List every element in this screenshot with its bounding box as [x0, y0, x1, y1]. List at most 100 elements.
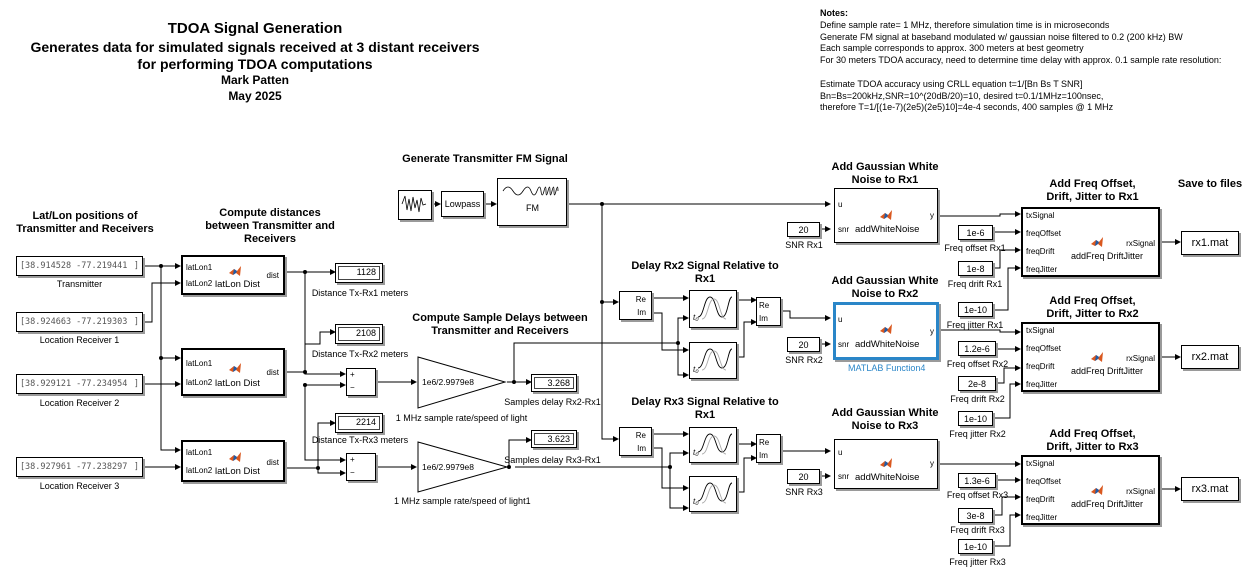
port-freqoffset: freqOffset — [1026, 477, 1061, 486]
variable-delay-rx2-im[interactable]: t₀ — [689, 342, 737, 379]
notes-heading: Notes: — [820, 8, 849, 18]
header-freq-rx2: Add Freq Offset, Drift, Jitter to Rx2 — [1046, 295, 1139, 320]
add-freq-drift-jitter-rx1[interactable]: txSignal freqOffset freqDrift freqJitter… — [1021, 207, 1160, 277]
port-snr: snr — [838, 225, 850, 234]
add-freq-drift-jitter-rx3[interactable]: txSignal freqOffset freqDrift freqJitter… — [1021, 455, 1160, 525]
port-re: Re — [759, 438, 770, 447]
noise-source-block[interactable] — [398, 190, 432, 220]
port-dist: dist — [266, 458, 279, 467]
freq-drift-rx2-const[interactable]: 2e-8 — [958, 376, 996, 391]
to-file-rx2[interactable]: rx2.mat — [1181, 345, 1239, 369]
latlon-dist-name: latLon Dist — [215, 279, 260, 290]
port-im: Im — [637, 308, 646, 317]
display-samples-rx2[interactable]: 3.268 — [531, 374, 577, 392]
matlab-logo-icon — [1091, 485, 1103, 495]
port-re: Re — [635, 431, 646, 440]
latlon-dist-block-3[interactable]: latLon1 latLon2 dist latLon Dist — [181, 440, 285, 482]
variable-delay-rx2-re[interactable]: t₀ — [689, 290, 737, 328]
add-white-noise-rx2[interactable]: u snr y addWhiteNoise — [833, 302, 939, 360]
delay-t0-label: t₀ — [693, 365, 699, 374]
fm-block[interactable]: FM — [497, 178, 567, 226]
freq-jitter-rx1-const[interactable]: 1e-10 — [958, 302, 993, 317]
freq-offset-rx1-const[interactable]: 1e-6 — [958, 225, 993, 240]
header-save: Save to files — [1177, 178, 1243, 190]
add-freq-name: addFreq DriftJitter — [1071, 251, 1144, 261]
port-y: y — [930, 459, 934, 468]
matlab-function4-label: MATLAB Function4 — [848, 363, 926, 373]
fm-waveform-icon — [502, 186, 559, 196]
add-freq-drift-jitter-rx2[interactable]: txSignal freqOffset freqDrift freqJitter… — [1021, 322, 1160, 392]
page-title: TDOA Signal Generation — [167, 20, 343, 37]
tx-coords-block[interactable]: 38.914528 -77.219441 — [16, 256, 143, 276]
rx2-coords-label: Location Receiver 2 — [39, 398, 120, 408]
latlon-dist-block-1[interactable]: latLon1 latLon2 dist latLon Dist — [181, 255, 285, 295]
add-white-noise-rx3[interactable]: u snr y addWhiteNoise — [834, 439, 938, 489]
port-latlon1: latLon1 — [186, 448, 213, 457]
display-samples-rx3[interactable]: 3.623 — [531, 430, 577, 448]
lowpass-block[interactable]: Lowpass — [441, 191, 484, 217]
display-dist-rx1[interactable]: 1128 — [335, 263, 383, 283]
matlab-logo-icon — [880, 210, 892, 220]
latlon-dist-name: latLon Dist — [215, 378, 260, 389]
display-dist-rx3-label: Distance Tx-Rx3 meters — [311, 435, 409, 445]
notes-block: Notes: Define sample rate= 1 MHz, theref… — [820, 8, 1221, 114]
add-white-noise-name: addWhiteNoise — [855, 224, 920, 235]
display-dist-rx2-label: Distance Tx-Rx2 meters — [311, 349, 409, 359]
note-line: Generate FM signal at baseband modulated… — [820, 31, 1183, 42]
matlab-logo-icon — [1091, 352, 1103, 362]
rx1-coords-block[interactable]: 38.924663 -77.219303 — [16, 312, 143, 332]
port-freqjitter: freqJitter — [1026, 380, 1058, 389]
port-latlon2: latLon2 — [186, 466, 213, 475]
header-gen-fm: Generate Transmitter FM Signal — [402, 153, 568, 165]
complex-to-real-imag-rx2[interactable]: Re Im — [619, 291, 652, 320]
latlon-dist-block-2[interactable]: latLon1 latLon2 dist latLon Dist — [181, 348, 285, 396]
fm-label: FM — [526, 203, 539, 213]
note-line: therefore T=1/[(1e-7)(2e5)(2e5)10]=4e-4 … — [820, 102, 1114, 113]
to-file-rx1[interactable]: rx1.mat — [1181, 231, 1239, 255]
snr-rx1-const[interactable]: 20 — [787, 222, 820, 237]
author: Mark Patten — [220, 73, 290, 87]
tx-coords-label: Transmitter — [56, 279, 103, 289]
display-dist-rx3[interactable]: 2214 — [335, 413, 383, 433]
sum-block-rx2[interactable]: + − — [346, 368, 376, 396]
freq-offset-rx3-const[interactable]: 1.3e-6 — [958, 473, 996, 488]
variable-delay-rx3-re[interactable]: t₀ — [689, 427, 737, 463]
rx3-coords-block[interactable]: 38.927961 -77.238297 — [16, 457, 143, 477]
to-file-rx3[interactable]: rx3.mat — [1181, 477, 1239, 501]
real-imag-to-complex-rx2[interactable]: Re Im — [756, 297, 781, 326]
real-imag-to-complex-rx3[interactable]: Re Im — [756, 434, 781, 463]
complex-to-real-imag-rx3[interactable]: Re Im — [619, 427, 652, 456]
snr-rx3-const[interactable]: 20 — [787, 469, 820, 484]
freq-drift-rx3-const[interactable]: 3e-8 — [958, 508, 993, 523]
sum-block-rx3[interactable]: + − — [346, 453, 376, 481]
freq-jitter-rx2-const[interactable]: 1e-10 — [958, 411, 993, 426]
snr-rx2-const[interactable]: 20 — [787, 337, 820, 352]
freq-offset-rx2-const[interactable]: 1.2e-6 — [958, 341, 996, 356]
port-freqoffset: freqOffset — [1026, 344, 1061, 353]
sum-minus: − — [350, 468, 355, 477]
freq-drift-rx1-const[interactable]: 1e-8 — [958, 261, 993, 276]
add-white-noise-name: addWhiteNoise — [855, 339, 920, 350]
gain-2-value: 1e6/2.9979e8 — [422, 462, 474, 472]
port-y: y — [930, 211, 934, 220]
rx2-coords-block[interactable]: 38.929121 -77.234954 — [16, 374, 143, 394]
matlab-logo-icon — [880, 458, 892, 468]
header-awgn-rx3: Add Gaussian White Noise to Rx3 — [831, 407, 939, 432]
variable-delay-rx3-im[interactable]: t₀ — [689, 476, 737, 512]
rx1-coords-label: Location Receiver 1 — [39, 335, 120, 345]
port-im: Im — [759, 451, 768, 460]
display-dist-rx2[interactable]: 2108 — [335, 324, 383, 344]
port-u: u — [838, 448, 843, 457]
display-value: 3.623 — [534, 433, 574, 445]
port-latlon2: latLon2 — [186, 279, 213, 288]
freq-offset-rx2-label: Freq offset Rx2 — [946, 359, 1009, 369]
freq-jitter-rx3-const[interactable]: 1e-10 — [958, 539, 993, 554]
display-value: 2214 — [338, 416, 380, 430]
delay-waveform-icon — [697, 482, 733, 504]
rx3-coords-label: Location Receiver 3 — [39, 481, 120, 491]
header-awgn-rx2: Add Gaussian White Noise to Rx2 — [831, 275, 939, 300]
port-im: Im — [759, 314, 768, 323]
add-white-noise-rx1[interactable]: u snr y addWhiteNoise — [834, 188, 938, 243]
header-sample-delays: Compute Sample Delays between Transmitte… — [412, 312, 588, 337]
display-dist-rx1-label: Distance Tx-Rx1 meters — [311, 288, 409, 298]
